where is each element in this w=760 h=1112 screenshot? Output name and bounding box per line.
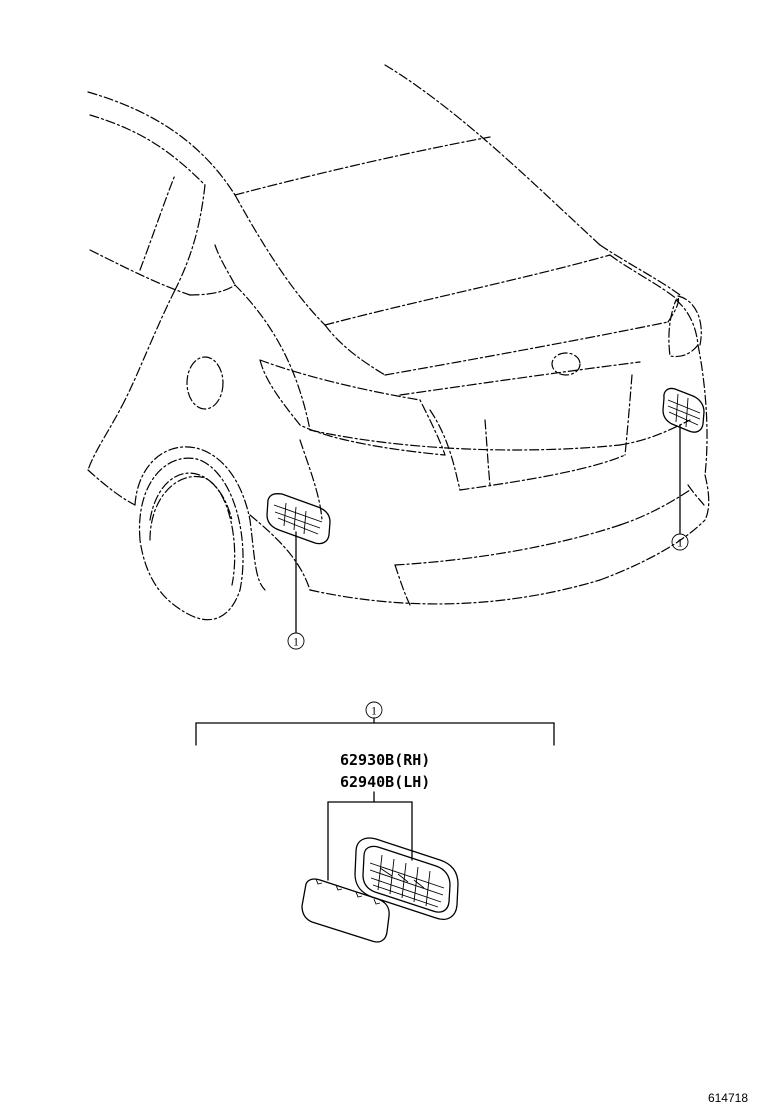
left-callout: 1 — [287, 632, 305, 650]
part-number-rh: 62930B — [340, 751, 394, 769]
diagram-code: 614718 — [708, 1091, 748, 1105]
left-callout-text: 1 — [293, 635, 299, 649]
reflector-housing — [354, 837, 459, 920]
car-rear-outline — [87, 64, 710, 621]
part-number-list: 62930B(RH) 62940B(LH) — [340, 751, 430, 791]
part-side-lh: (LH) — [394, 773, 430, 791]
svg-text:62940B(LH): 62940B(LH) — [340, 773, 430, 791]
part-leader-bracket — [327, 791, 413, 881]
part-side-rh: (RH) — [394, 751, 430, 769]
group-callout-text: 1 — [371, 704, 377, 718]
right-callout: 1 — [671, 533, 689, 551]
left-reflector-on-car — [266, 493, 331, 545]
part-number-lh: 62940B — [340, 773, 394, 791]
svg-text:62930B(RH): 62930B(RH) — [340, 751, 430, 769]
right-reflector-on-car — [662, 387, 705, 433]
group-callout: 1 — [365, 701, 383, 719]
group-bracket — [195, 717, 555, 746]
right-callout-text: 1 — [677, 536, 683, 550]
reflector-lens-cover — [301, 878, 390, 943]
